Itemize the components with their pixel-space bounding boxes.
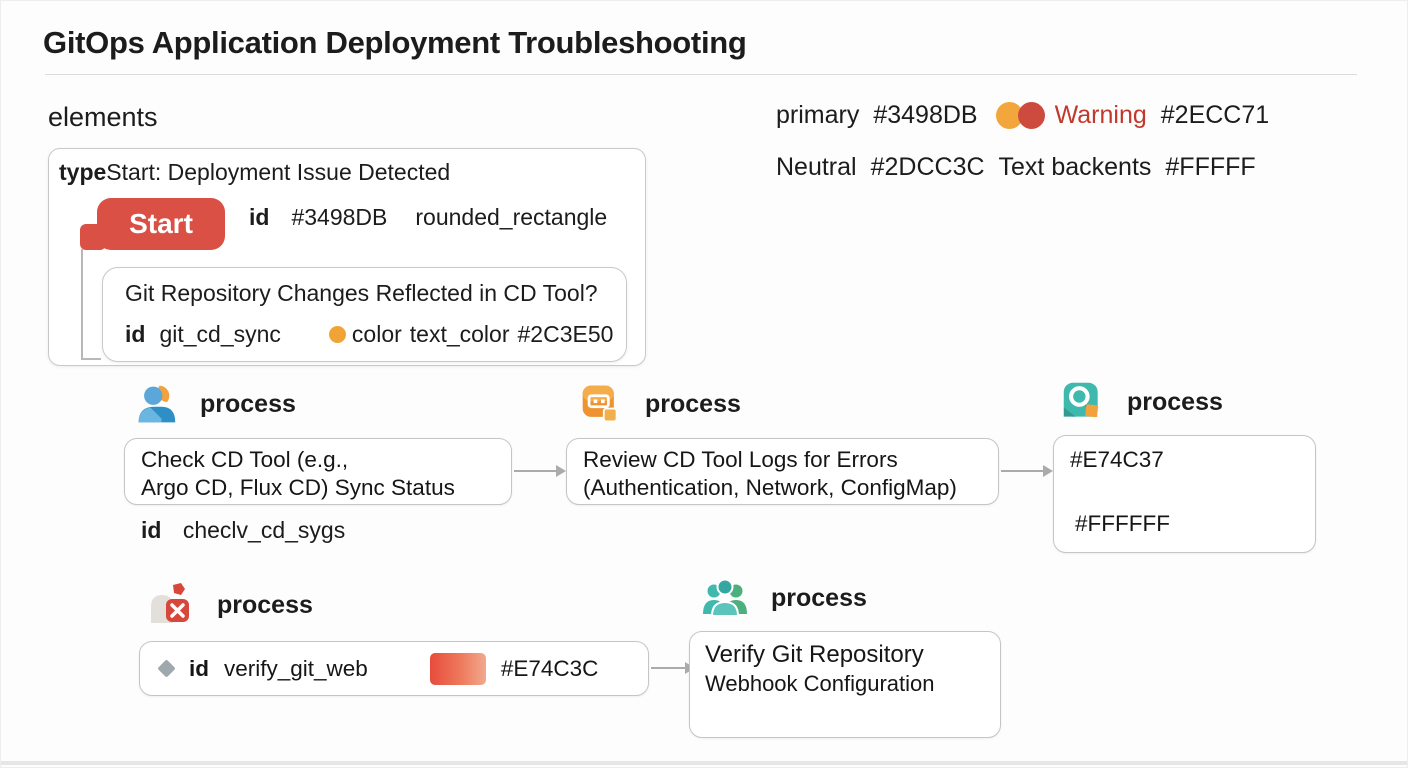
page-title: GitOps Application Deployment Troublesho… (43, 25, 747, 60)
legend-row-primary: primary #3498DB Warning #2ECC71 (776, 101, 1269, 130)
hex-value: #FFFFFF (1075, 511, 1170, 536)
process-label: process (645, 389, 741, 418)
process-node-header: process (701, 574, 867, 622)
process-label: process (771, 583, 867, 612)
process-box-check-cd-tool[interactable]: Check CD Tool (e.g., Argo CD, Flux CD) S… (124, 438, 512, 505)
arrow-right-icon (1001, 465, 1053, 477)
process-node-header: process (134, 382, 296, 426)
start-id-value: #3498DB (291, 204, 388, 230)
node1-id-label: id (141, 517, 162, 543)
start-meta-row: id #3498DB rounded_rectangle (249, 204, 607, 231)
question-color-label: color (351, 321, 402, 347)
start-shape-value: rounded_rectangle (415, 204, 608, 230)
orange-dot-icon (328, 326, 346, 343)
team-icon (703, 578, 747, 617)
arrow-right-icon (514, 465, 566, 477)
type-line: typeStart: Deployment Issue Detected (59, 159, 450, 186)
process-node-header: process (147, 581, 313, 629)
box-line: Argo CD, Flux CD) Sync Status (141, 475, 455, 500)
color-swatch (429, 652, 486, 685)
error-bag-icon (151, 583, 189, 623)
process-box-hex-values[interactable]: #E74C37 #FFFFFF (1053, 435, 1316, 553)
legend-neutral-hex: #2DCC3C (870, 153, 985, 181)
legend-text-hex: #FFFFF (1165, 153, 1256, 181)
process-box-verify-webhook[interactable]: Verify Git Repository Webhook Configurat… (689, 631, 1001, 738)
node1-id-row: id checlv_cd_sygs (141, 517, 345, 544)
process-node-header: process (579, 382, 741, 426)
legend-primary-hex: #3498DB (873, 101, 978, 129)
start-element-card: typeStart: Deployment Issue Detected Sta… (48, 148, 646, 366)
question-card: Git Repository Changes Reflected in CD T… (102, 267, 627, 362)
robot-app-icon (582, 385, 618, 423)
start-id-label: id (249, 204, 270, 230)
legend-neutral-label: Neutral (776, 153, 857, 181)
process-label: process (1127, 387, 1223, 416)
box-line: Check CD Tool (e.g., (141, 447, 349, 472)
question-text: Git Repository Changes Reflected in CD T… (125, 280, 598, 306)
question-id-value: git_cd_sync (159, 321, 281, 347)
legend-primary-label: primary (776, 101, 860, 129)
hex-value: #E74C37 (1070, 447, 1164, 472)
elements-heading: elements (48, 102, 158, 132)
node4-swatch-hex: #E74C3C (500, 655, 599, 681)
red-dot-icon (1017, 102, 1045, 129)
title-divider (45, 74, 1357, 75)
box-line: Review CD Tool Logs for Errors (583, 447, 898, 472)
legend-row-neutral: Neutral #2DCC3C Text backents #FFFFF (776, 153, 1256, 182)
question-color-value: #2C3E50 (517, 321, 614, 347)
process-node-header: process (1061, 380, 1223, 424)
legend-warning-label: Warning (1054, 101, 1147, 129)
process-label: process (200, 389, 296, 418)
node4-id-value: verify_git_web (224, 655, 368, 681)
node4-id-label: id (189, 655, 209, 681)
start-button[interactable]: Start (97, 198, 225, 250)
legend-text-label: Text backents (998, 153, 1152, 181)
process-box-verify-git-web[interactable]: id verify_git_web #E74C3C (139, 641, 649, 696)
node1-id-value: checlv_cd_sygs (182, 517, 346, 543)
legend-warning-hex: #2ECC71 (1160, 101, 1270, 129)
diamond-bullet-icon (157, 659, 176, 678)
box-line: Verify Git Repository (705, 641, 924, 668)
bottom-border-strip (1, 761, 1407, 765)
connector-line (81, 249, 101, 360)
process-label: process (217, 590, 313, 619)
box-line: Webhook Configuration (705, 671, 935, 696)
process-box-review-logs[interactable]: Review CD Tool Logs for Errors (Authenti… (566, 438, 999, 505)
search-icon (1063, 382, 1099, 418)
type-value: Start: Deployment Issue Detected (106, 159, 451, 185)
person-icon (138, 385, 176, 423)
type-label: type (59, 159, 107, 185)
question-color-key: text_color (409, 321, 510, 347)
question-meta-row: id git_cd_sync color text_color #2C3E50 (125, 321, 613, 348)
box-line: (Authentication, Network, ConfigMap) (583, 475, 957, 500)
question-id-label: id (125, 321, 146, 347)
